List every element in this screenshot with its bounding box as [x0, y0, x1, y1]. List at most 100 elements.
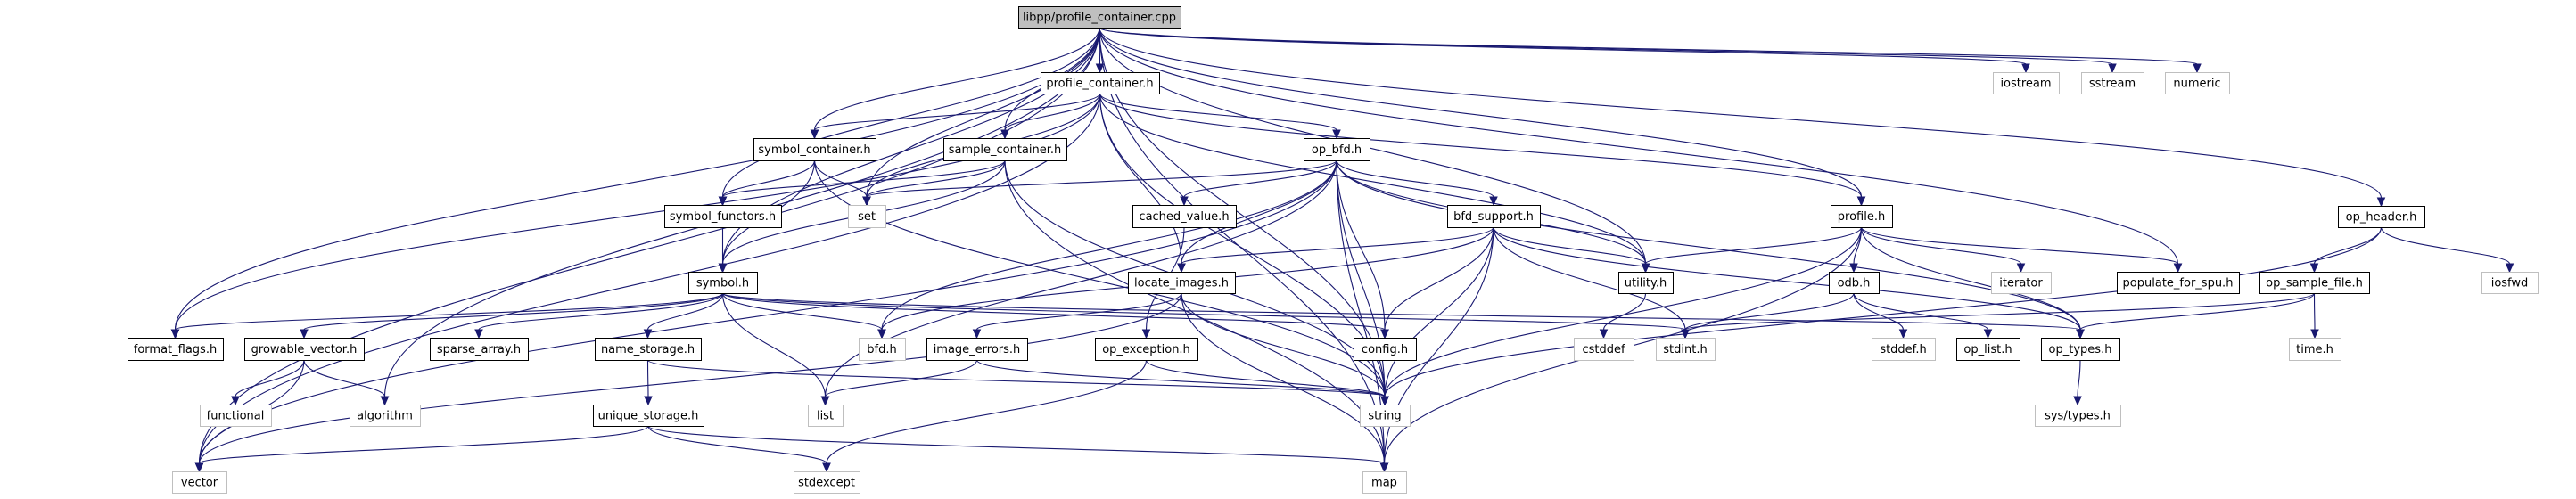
edge-line: [2380, 226, 2511, 265]
node-box: [1132, 205, 1237, 228]
edge-line: [1336, 160, 2081, 331]
edge-op-exception-h-to-string: [1145, 359, 1389, 406]
node-utility-h[interactable]: utility.h: [1618, 272, 1674, 294]
node-box: [2035, 405, 2121, 427]
node-bfd-h: bfd.h: [859, 338, 906, 361]
edge-line: [1099, 93, 1337, 131]
node-symbol-h[interactable]: symbol.h: [688, 272, 758, 294]
node-iterator: iterator: [1991, 272, 2052, 294]
node-label: cstddef: [1582, 343, 1625, 356]
node-label: symbol_functors.h: [670, 210, 776, 224]
edge-line: [1602, 292, 1647, 331]
node-box: [1041, 72, 1160, 94]
node-label: bfd.h: [867, 343, 896, 356]
edge-line: [1860, 226, 2081, 331]
edge-op-types-h-to-sys-types-h: [2073, 359, 2082, 406]
edge-line: [824, 160, 1337, 397]
node-label: stddef.h: [1880, 343, 1926, 356]
arrowhead-icon: [644, 396, 653, 406]
node-numeric: numeric: [2165, 72, 2230, 94]
edge-line: [721, 27, 1100, 198]
node-box: [2338, 206, 2425, 228]
node-label: populate_for_spu.h: [2123, 277, 2234, 290]
edge-line: [1853, 292, 1905, 331]
node-root[interactable]: libpp/profile_container.cpp: [1018, 6, 1181, 29]
node-label: name_storage.h: [601, 343, 695, 356]
node-odb-h[interactable]: odb.h: [1829, 272, 1880, 294]
arrowhead-icon: [972, 329, 982, 339]
node-cached-value-h[interactable]: cached_value.h: [1132, 205, 1237, 228]
node-list: list: [808, 405, 844, 427]
node-symbol-functors-h[interactable]: symbol_functors.h: [664, 205, 782, 228]
edge-line: [1145, 359, 1386, 397]
edge-profile-container-h-to-format-flags-h: [170, 93, 1101, 339]
node-box: [1018, 6, 1181, 29]
node-box: [808, 405, 844, 427]
node-name-storage-h[interactable]: name_storage.h: [595, 338, 702, 361]
edge-profile-container-h-to-op-bfd-h: [1099, 93, 1341, 140]
node-unique-storage-h[interactable]: unique_storage.h: [593, 405, 704, 427]
node-cstddef: cstddef: [1574, 338, 1634, 361]
node-growable-vector-h[interactable]: growable_vector.h: [244, 338, 365, 361]
node-op-types-h[interactable]: op_types.h: [2041, 338, 2120, 361]
arrowhead-icon: [2173, 263, 2183, 274]
edge-line: [866, 27, 1100, 198]
arrowhead-icon: [1332, 129, 1341, 140]
edge-line: [303, 359, 386, 397]
arrowhead-icon: [1000, 129, 1009, 140]
edge-growable-vector-h-to-functional: [231, 359, 305, 406]
node-label: format_flags.h: [134, 343, 217, 356]
node-label: stdexcept: [798, 477, 855, 490]
edge-root-to-format-flags-h: [170, 27, 1100, 339]
arrowhead-icon: [2108, 63, 2117, 74]
node-op-exception-h[interactable]: op_exception.h: [1095, 338, 1198, 361]
node-locate-images-h[interactable]: locate_images.h: [1128, 272, 1236, 294]
node-box: [664, 205, 782, 228]
node-label: op_bfd.h: [1312, 143, 1362, 157]
edge-line: [721, 292, 1386, 331]
node-box: [595, 338, 702, 361]
edge-line: [1099, 27, 2179, 265]
node-op-list-h[interactable]: op_list.h: [1956, 338, 2020, 361]
node-op-bfd-h[interactable]: op_bfd.h: [1304, 138, 1370, 161]
node-label: profile_container.h: [1046, 78, 1153, 91]
node-string: string: [1360, 405, 1411, 427]
edge-line: [1853, 292, 1989, 331]
node-populate-for-spu-h[interactable]: populate_for_spu.h: [2117, 272, 2240, 294]
edge-line: [1336, 160, 1386, 331]
arrowhead-icon: [1380, 396, 1389, 406]
edge-op-header-h-to-op-sample-file-h: [2309, 226, 2383, 274]
node-box: [1618, 272, 1674, 294]
node-box: [2041, 338, 2120, 361]
node-op-sample-file-h[interactable]: op_sample_file.h: [2259, 272, 2370, 294]
edge-line: [1493, 226, 1647, 265]
node-profile-h[interactable]: profile.h: [1831, 205, 1893, 228]
node-sstream: sstream: [2081, 72, 2144, 94]
arrowhead-icon: [2021, 63, 2030, 74]
node-box: [794, 471, 860, 494]
node-image-errors-h[interactable]: image_errors.h: [926, 338, 1028, 361]
edge-symbol-functors-h-to-symbol-h: [718, 226, 728, 274]
edge-line: [1004, 93, 1101, 131]
node-sample-container-h[interactable]: sample_container.h: [943, 138, 1067, 161]
node-profile-container-h[interactable]: profile_container.h: [1041, 72, 1160, 94]
node-symbol-container-h[interactable]: symbol_container.h: [753, 138, 876, 161]
node-label: sstream: [2089, 78, 2136, 91]
edge-line: [721, 160, 1006, 198]
edge-line: [1181, 292, 1386, 464]
arrowhead-icon: [1849, 263, 1858, 274]
arrowhead-icon: [474, 329, 483, 339]
edge-line: [1860, 226, 2179, 265]
node-sparse-array-h[interactable]: sparse_array.h: [430, 338, 529, 361]
node-op-header-h[interactable]: op_header.h: [2338, 206, 2425, 228]
node-label: time.h: [2296, 343, 2333, 356]
edge-line: [721, 292, 1686, 331]
arrowhead-icon: [1641, 263, 1650, 274]
node-bfd-support-h[interactable]: bfd_support.h: [1447, 205, 1541, 228]
node-config-h[interactable]: config.h: [1354, 338, 1417, 361]
node-vector: vector: [172, 471, 227, 494]
arrowhead-icon: [718, 263, 728, 274]
node-format-flags-h[interactable]: format_flags.h: [128, 338, 224, 361]
node-label: op_exception.h: [1102, 343, 1190, 356]
edge-line: [1181, 160, 1337, 265]
